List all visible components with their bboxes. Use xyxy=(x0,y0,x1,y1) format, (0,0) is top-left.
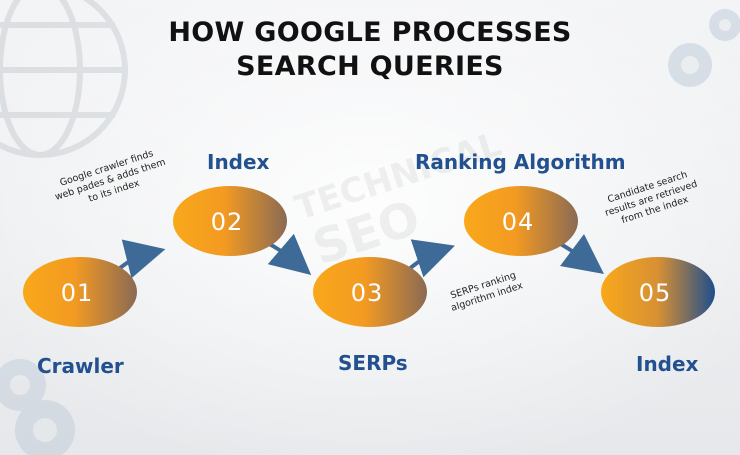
step-02-bubble: 02 xyxy=(173,186,287,256)
globe-icon xyxy=(0,0,128,158)
page-title: HOW GOOGLE PROCESSES SEARCH QUERIES xyxy=(0,16,740,84)
step-number-05: 05 xyxy=(639,279,672,307)
step-number-04: 04 xyxy=(502,208,535,236)
step-number-01: 01 xyxy=(61,279,94,307)
step-label-ranking-algorithm: Ranking Algorithm xyxy=(415,150,626,174)
step-03-bubble: 03 xyxy=(313,257,427,327)
step-label-crawler: Crawler xyxy=(37,354,124,378)
title-line-2: SEARCH QUERIES xyxy=(236,51,504,82)
step-label-index-final: Index xyxy=(636,352,699,376)
step-04-bubble: 04 xyxy=(464,186,578,256)
title-line-1: HOW GOOGLE PROCESSES xyxy=(168,17,572,48)
step-number-02: 02 xyxy=(211,208,244,236)
step-label-index: Index xyxy=(207,150,270,174)
step-number-03: 03 xyxy=(351,279,384,307)
step-label-serps: SERPs xyxy=(338,351,408,375)
step-05-bubble: 05 xyxy=(601,257,715,327)
step-01-bubble: 01 xyxy=(23,257,137,327)
